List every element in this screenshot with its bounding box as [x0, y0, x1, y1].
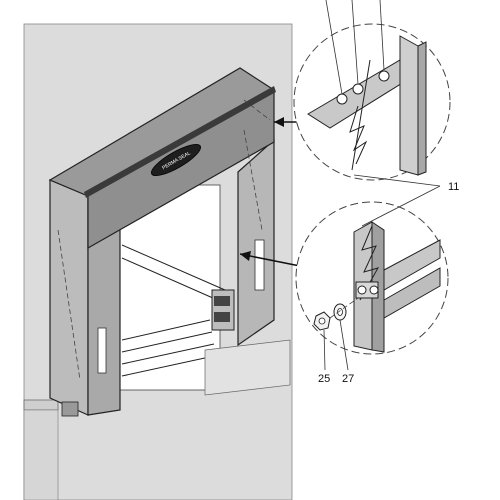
dock-opening: [119, 184, 291, 396]
dock-seal-frame: [48, 67, 276, 417]
callout-25: 25: [318, 373, 330, 385]
callout-27: 27: [342, 373, 354, 385]
callout-leaders: [323, 174, 441, 371]
lower-detail-view: [295, 201, 449, 355]
callout-11: 11: [448, 181, 459, 193]
upper-detail-view: [293, 0, 451, 181]
